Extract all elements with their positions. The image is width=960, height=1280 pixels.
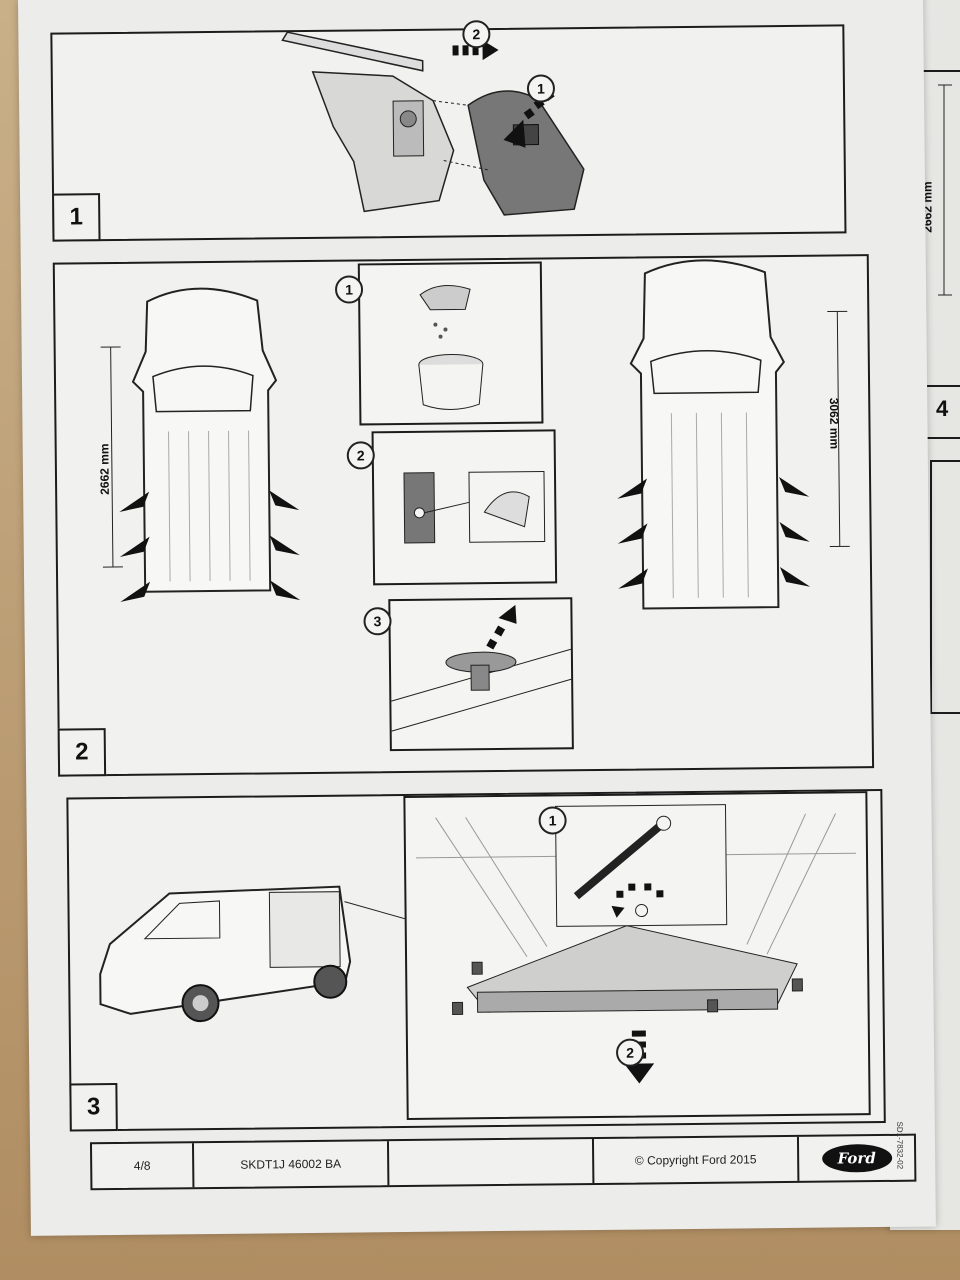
substep-2-panel [371,429,558,586]
crossbar-mount-illustration [416,804,856,1084]
instruction-page: 1 1 2 [18,0,936,1236]
van-topview-short [119,287,301,602]
next-page-step-number: 4 [936,396,949,421]
footer-page-number: 4/8 [91,1143,195,1189]
step-3-callout-1: 1 [538,806,567,835]
footer-copyright: © Copyright Ford 2015 [593,1136,800,1184]
step-3-number: 3 [69,1083,118,1132]
van-side-illustration [99,885,430,1023]
step-1-number: 1 [52,193,101,242]
next-page-dim-line [938,84,952,296]
page-footer: 4/8 SKDT1J 46002 BA © Copyright Ford 201… [89,1133,917,1191]
roof-foot-illustration [281,31,585,216]
step-1-callout-2: 2 [462,20,491,49]
substep-callout-1: 1 [334,275,364,304]
footer-doc-code: SKDT1J 46002 BA [193,1141,390,1188]
substep-1-panel [357,261,544,426]
van-topview-long [617,259,811,610]
footer-blank-cell [388,1139,595,1186]
step-3-panel: 3 [66,788,886,1132]
cleaning-bucket-illustration [418,285,484,410]
substep-callout-3: 3 [363,607,392,636]
dim-label-right: 3062 mm [826,397,842,450]
substep-callout-2: 2 [346,441,375,470]
dim-label-left: 2662 mm [97,443,112,495]
step-2-number: 2 [57,728,107,777]
step-1-panel: 1 1 2 [50,20,847,242]
dim-line-left [100,346,123,568]
step-3-callout-2: 2 [615,1038,645,1067]
step-1-callout-1: 1 [526,74,556,103]
step-2-panel: 2 2662 mm 1 [52,254,875,777]
ford-logo: Ford [821,1143,892,1173]
remove-cap-illustration [391,604,572,732]
substep-3-panel [388,597,574,752]
step-3-detail-panel [403,791,871,1120]
wipe-roof-illustration [403,471,546,544]
next-page-panel-2 [930,460,960,714]
dim-line-right [827,310,850,548]
side-reference-code: SD1-7832-02 [895,1121,905,1170]
